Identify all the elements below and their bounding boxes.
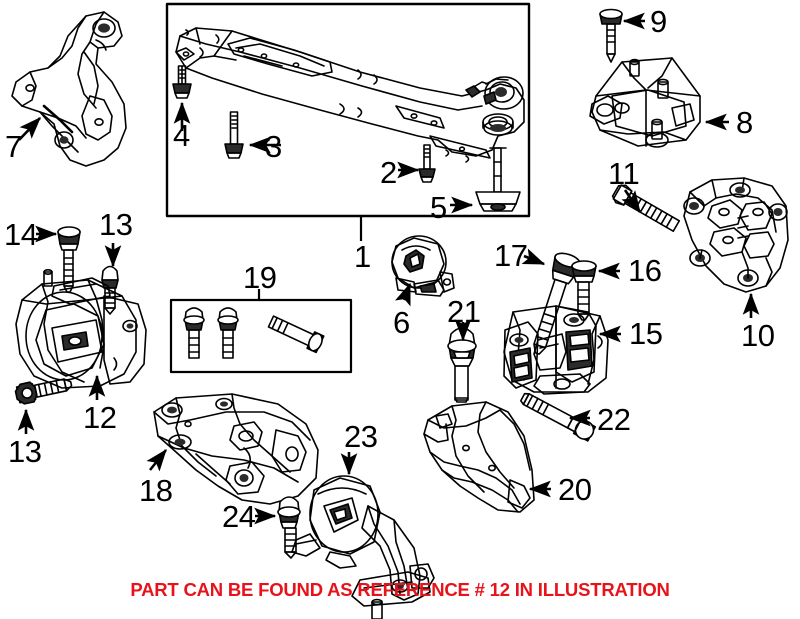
- callout-label-9: 9: [650, 4, 667, 39]
- callout-label-7: 7: [5, 129, 22, 164]
- callout-label-16: 16: [628, 253, 662, 288]
- callout-label-1: 1: [354, 239, 371, 274]
- callout-label-10: 10: [741, 318, 775, 353]
- callout-label-4: 4: [173, 118, 190, 153]
- reference-footnote: PART CAN BE FOUND AS REFERENCE # 12 IN I…: [130, 579, 670, 600]
- callout-label-24: 24: [222, 499, 256, 534]
- callout-label-11: 11: [608, 156, 640, 191]
- callout-label-14: 14: [4, 217, 38, 252]
- callout-label-15: 15: [629, 316, 663, 351]
- callout-label-23: 23: [344, 419, 378, 454]
- callout-label-17: 17: [494, 238, 528, 273]
- callout-label-3: 3: [265, 129, 282, 164]
- callout-label-22: 22: [597, 402, 631, 437]
- callout-label-21: 21: [447, 294, 481, 329]
- callout-label-6: 6: [393, 305, 410, 340]
- callout-label-5: 5: [430, 190, 447, 225]
- callout-label-8: 8: [736, 105, 753, 140]
- callout-label-13b: 13: [8, 434, 42, 469]
- callout-label-13: 13: [99, 207, 133, 242]
- callout-label-20: 20: [558, 472, 592, 507]
- callout-label-19: 19: [243, 260, 277, 295]
- callout-label-18: 18: [139, 473, 173, 508]
- callout-label-12: 12: [83, 400, 117, 435]
- callout-label-2: 2: [380, 155, 397, 190]
